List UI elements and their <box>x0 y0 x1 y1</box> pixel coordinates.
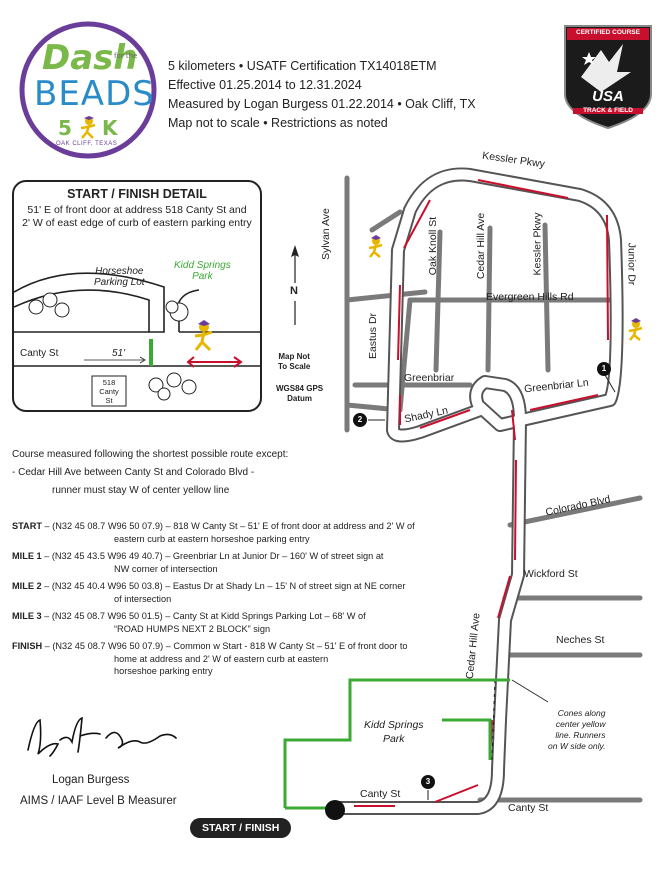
logo-for-the: for the <box>114 52 138 60</box>
cones-note: Cones along center yellow line. Runners … <box>548 708 605 752</box>
street-canty-left: Canty St <box>360 788 401 800</box>
detail-park-label: Kidd Springs Park <box>174 260 231 282</box>
marker-mile-1: 1 <box>597 362 611 376</box>
detail-desc-line2: 2' W of east edge of curb of eastern par… <box>22 217 252 229</box>
street-neches: Neches St <box>556 634 605 646</box>
wp-start-text1: – (N32 45 08.7 W96 50 07.9) – 818 W Cant… <box>41 521 415 531</box>
usatf-badge: CERTIFIED COURSE USA TRACK & FIELD <box>561 22 655 130</box>
street-canty-right: Canty St <box>508 802 549 814</box>
notes-line1: Course measured following the shortest p… <box>12 449 289 460</box>
wp-mile2-text2: of intersection <box>114 593 172 604</box>
map-park-line2: Park <box>382 733 405 745</box>
datum-line2: Datum <box>287 394 312 403</box>
detail-street-label: Canty St <box>20 348 59 359</box>
waypoint-mile-2: MILE 2 – (N32 45 40.4 W96 50 03.8) – Eas… <box>12 580 452 605</box>
wp-mile2-text1: – (N32 45 40.4 W96 50 03.8) – Eastus Dr … <box>41 581 406 591</box>
badge-track-field: TRACK & FIELD <box>583 107 633 114</box>
wp-mile1-text2: NW corner of intersection <box>114 563 218 574</box>
street-evergreen: Evergreen Hills Rd <box>486 291 574 303</box>
north-arrow-icon <box>291 245 299 325</box>
course-measured: Measured by Logan Burgess 01.22.2014 • O… <box>168 97 476 111</box>
detail-desc-line1: 51' E of front door at address 518 Canty… <box>27 204 247 216</box>
detail-address: 518 Canty St <box>92 378 126 405</box>
detail-park-line2: Park <box>192 271 213 282</box>
wp-finish-text3: horseshoe parking entry <box>114 666 213 676</box>
map-park-label: Kidd Springs Park <box>364 718 424 746</box>
measurer-name: Logan Burgess <box>52 774 130 786</box>
marker-mile-3: 3 <box>421 775 435 789</box>
street-sylvan: Sylvan Ave <box>319 208 332 260</box>
badge-usa: USA <box>592 88 624 105</box>
course-effective: Effective 01.25.2014 to 12.31.2024 <box>168 78 362 92</box>
start-finish-badge: START / FINISH <box>190 818 292 838</box>
detail-desc: 51' E of front door at address 518 Canty… <box>14 204 260 230</box>
logo-race-5: 5 <box>58 116 72 140</box>
wp-start-label: START <box>12 521 42 531</box>
cones-line3: line. Runners <box>555 730 606 740</box>
measurer-title: AIMS / IAAF Level B Measurer <box>20 795 177 807</box>
street-cedar-hill-top: Cedar Hill Ave <box>475 212 488 280</box>
cones-line2: center yellow <box>555 719 606 729</box>
wp-mile1-label: MILE 1 <box>12 551 42 561</box>
detail-lot-line2: Parking Lot <box>94 277 145 288</box>
detail-addr3: St <box>105 396 113 405</box>
street-eastus: Eastus Dr <box>367 312 380 360</box>
detail-map <box>14 272 260 407</box>
map-scale-line2: To Scale <box>278 362 311 371</box>
logo-race-k: K <box>102 116 118 140</box>
street-greenbriar: Greenbriar <box>404 372 455 384</box>
wp-start-text2: eastern curb at eastern horseshoe parkin… <box>114 533 310 544</box>
datum-line1: WGS84 GPS <box>276 384 324 393</box>
notes-line2: - Cedar Hill Ave between Canty St and Co… <box>12 467 255 478</box>
north-arrow: N <box>285 245 305 325</box>
detail-dist-label: 51' <box>112 348 126 359</box>
wp-mile2-label: MILE 2 <box>12 581 42 591</box>
course-note: Map not to scale • Restrictions as noted <box>168 116 388 130</box>
detail-lot-label: Horseshoe Parking Lot <box>94 266 145 288</box>
wp-mile3-label: MILE 3 <box>12 611 42 621</box>
signature-image <box>20 712 180 767</box>
logo-runner-icon <box>78 116 100 145</box>
wp-finish-label: FINISH <box>12 641 43 651</box>
street-wickford: Wickford St <box>524 568 578 580</box>
notes-line3: runner must stay W of center yellow line <box>52 485 230 496</box>
cones-line4: on W side only. <box>548 741 606 751</box>
signature-icon <box>27 716 177 757</box>
wp-finish-text1: – (N32 45 08.7 W96 50 07.9) – Common w S… <box>42 641 408 651</box>
detail-title: START / FINISH DETAIL <box>67 187 207 201</box>
wp-finish-text2: home at address and 2' W of eastern curb… <box>114 653 329 664</box>
waypoint-start: START – (N32 45 08.7 W96 50 07.9) – 818 … <box>12 520 452 545</box>
map-scale-note: Map Not To Scale <box>278 352 310 372</box>
wp-mile3-text2: “ROAD HUMPS NEXT 2 BLOCK” sign <box>114 623 271 634</box>
logo-dash: Dash <box>42 38 138 78</box>
detail-park-line1: Kidd Springs <box>174 260 231 271</box>
detail-addr2: Canty <box>99 387 119 396</box>
detail-lot-line1: Horseshoe <box>95 266 144 277</box>
street-oak-knoll: Oak Knoll St <box>427 216 440 276</box>
datum-note: WGS84 GPS Datum <box>276 384 323 404</box>
waypoint-finish: FINISH – (N32 45 08.7 W96 50 07.9) – Com… <box>12 640 452 678</box>
marker-mile-2: 2 <box>353 413 367 427</box>
race-logo: Dash for the BEADS 5 K OAK CLIFF, TEXAS <box>18 20 158 160</box>
waypoint-mile-3: MILE 3 – (N32 45 08.7 W96 50 01.5) – Can… <box>12 610 452 635</box>
cones-line1: Cones along <box>557 708 606 718</box>
north-label: N <box>290 285 298 297</box>
start-finish-detail: START / FINISH DETAIL 51' E of front doo… <box>12 180 262 412</box>
wp-mile3-text1: – (N32 45 08.7 W96 50 01.5) – Canty St a… <box>41 611 366 621</box>
street-junior: Junior Dr <box>625 242 638 286</box>
waypoint-mile-1: MILE 1 – (N32 45 43.5 W96 49 40.7) – Gre… <box>12 550 452 575</box>
map-park-line1: Kidd Springs <box>364 719 424 731</box>
course-distance-cert: 5 kilometers • USATF Certification TX140… <box>168 59 437 73</box>
badge-top-text: CERTIFIED COURSE <box>576 29 640 36</box>
course-info: 5 kilometers • USATF Certification TX140… <box>168 57 476 133</box>
logo-beads: BEADS <box>34 74 155 114</box>
course-notes: Course measured following the shortest p… <box>12 448 288 498</box>
logo-location: OAK CLIFF, TEXAS <box>56 141 118 147</box>
map-scale-line1: Map Not <box>278 352 310 361</box>
wp-mile1-text1: – (N32 45 43.5 W96 49 40.7) – Greenbriar… <box>41 551 384 561</box>
logo-circle <box>19 21 157 159</box>
street-kessler-pkwy-v: Kessler Pkwy <box>531 212 544 276</box>
detail-addr1: 518 <box>102 378 116 387</box>
